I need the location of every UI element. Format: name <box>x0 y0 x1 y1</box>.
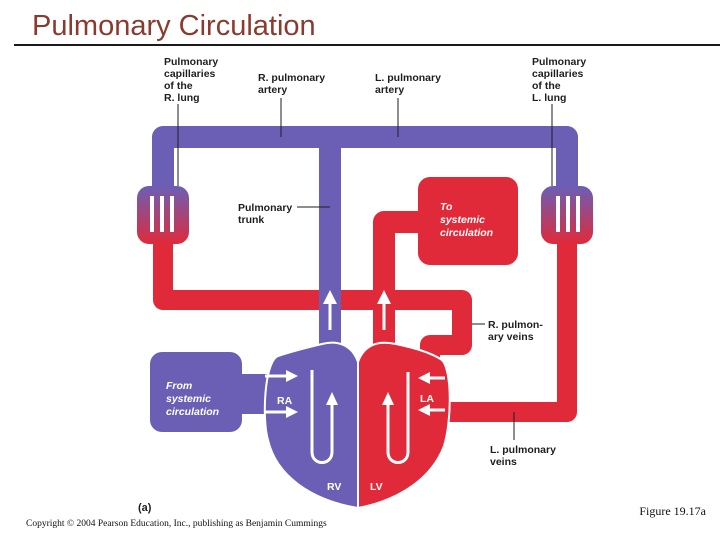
svg-text:artery: artery <box>258 84 287 96</box>
svg-text:of the: of the <box>532 80 561 92</box>
svg-text:circulation: circulation <box>166 406 219 418</box>
svg-text:circulation: circulation <box>440 227 493 239</box>
l-lung-capillary-bed <box>541 186 593 244</box>
svg-text:Pulmonary: Pulmonary <box>238 202 292 214</box>
svg-text:Pulmonary: Pulmonary <box>164 56 218 68</box>
svg-text:capillaries: capillaries <box>164 68 216 80</box>
svg-text:capillaries: capillaries <box>532 68 584 80</box>
panel-label: (a) <box>138 502 152 514</box>
to-systemic-label: To systemic circulation <box>440 201 493 239</box>
label-l-pulmonary-artery: L. pulmonary artery <box>375 72 441 96</box>
svg-text:systemic: systemic <box>440 214 485 226</box>
label-rv: RV <box>327 481 341 493</box>
svg-text:of the: of the <box>164 80 193 92</box>
systemic-inflow-box <box>150 352 242 432</box>
svg-text:veins: veins <box>490 456 517 468</box>
pulmonary-veins-red <box>153 240 577 422</box>
label-lv: LV <box>370 481 383 493</box>
svg-text:L. pulmonary: L. pulmonary <box>375 72 441 84</box>
svg-text:R. pulmon-: R. pulmon- <box>488 319 543 331</box>
svg-text:R. lung: R. lung <box>164 92 200 104</box>
svg-text:systemic: systemic <box>166 393 211 405</box>
svg-text:artery: artery <box>375 84 404 96</box>
aorta-red <box>373 211 420 350</box>
label-la: LA <box>420 393 434 405</box>
label-r-lung-capillaries: Pulmonary capillaries of the R. lung <box>164 56 218 104</box>
page-title: Pulmonary Circulation <box>32 10 316 42</box>
svg-text:L. pulmonary: L. pulmonary <box>490 444 556 456</box>
copyright-notice: Copyright © 2004 Pearson Education, Inc.… <box>26 519 327 529</box>
svg-text:R. pulmonary: R. pulmonary <box>258 72 325 84</box>
label-r-pulmonary-artery: R. pulmonary artery <box>258 72 325 96</box>
svg-text:To: To <box>440 201 453 213</box>
label-r-pulmonary-veins: R. pulmon- ary veins <box>488 319 543 343</box>
left-heart <box>357 341 451 510</box>
figure-reference: Figure 19.17a <box>639 504 706 518</box>
title-rule <box>14 44 720 46</box>
label-ra: RA <box>277 395 293 407</box>
systemic-outflow-box <box>418 177 518 265</box>
label-l-lung-capillaries: Pulmonary capillaries of the L. lung <box>532 56 586 104</box>
svg-text:L. lung: L. lung <box>532 92 566 104</box>
leader-lines <box>177 98 553 440</box>
label-l-pulmonary-veins: L. pulmonary veins <box>490 444 556 468</box>
flow-arrows <box>265 290 445 464</box>
svg-text:From: From <box>166 380 192 392</box>
label-pulmonary-trunk: Pulmonary trunk <box>238 202 292 226</box>
svg-text:trunk: trunk <box>238 214 264 226</box>
from-systemic-label: From systemic circulation <box>166 380 219 418</box>
svg-text:ary veins: ary veins <box>488 331 534 343</box>
svg-text:Pulmonary: Pulmonary <box>532 56 586 68</box>
heart <box>263 341 451 510</box>
r-lung-capillary-bed <box>137 186 189 244</box>
